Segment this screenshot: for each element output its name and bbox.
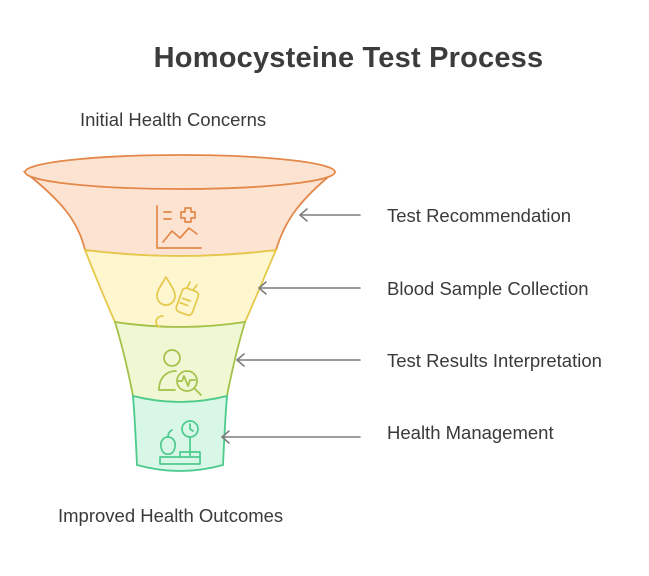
funnel-rim <box>24 154 336 190</box>
funnel-stage-3 <box>113 320 247 403</box>
stage-label-test-recommendation: Test Recommendation <box>387 205 572 226</box>
funnel-stage-4 <box>131 394 229 472</box>
stage-label-health-management: Health Management <box>387 422 554 443</box>
funnel-output-label: Improved Health Outcomes <box>58 505 284 526</box>
funnel-input-label: Initial Health Concerns <box>80 109 267 130</box>
stage-arrows <box>221 208 361 444</box>
medical-chart-icon <box>156 205 202 249</box>
result-analysis-icon <box>158 349 202 396</box>
page-title: Homocysteine Test Process <box>153 42 544 74</box>
stage-label-test-results-interpretation: Test Results Interpretation <box>387 350 602 371</box>
blood-sample-icon <box>155 276 200 328</box>
funnel-stage-2 <box>83 248 278 328</box>
stage-label-blood-sample-collection: Blood Sample Collection <box>387 278 589 299</box>
health-scale-icon <box>159 420 201 465</box>
